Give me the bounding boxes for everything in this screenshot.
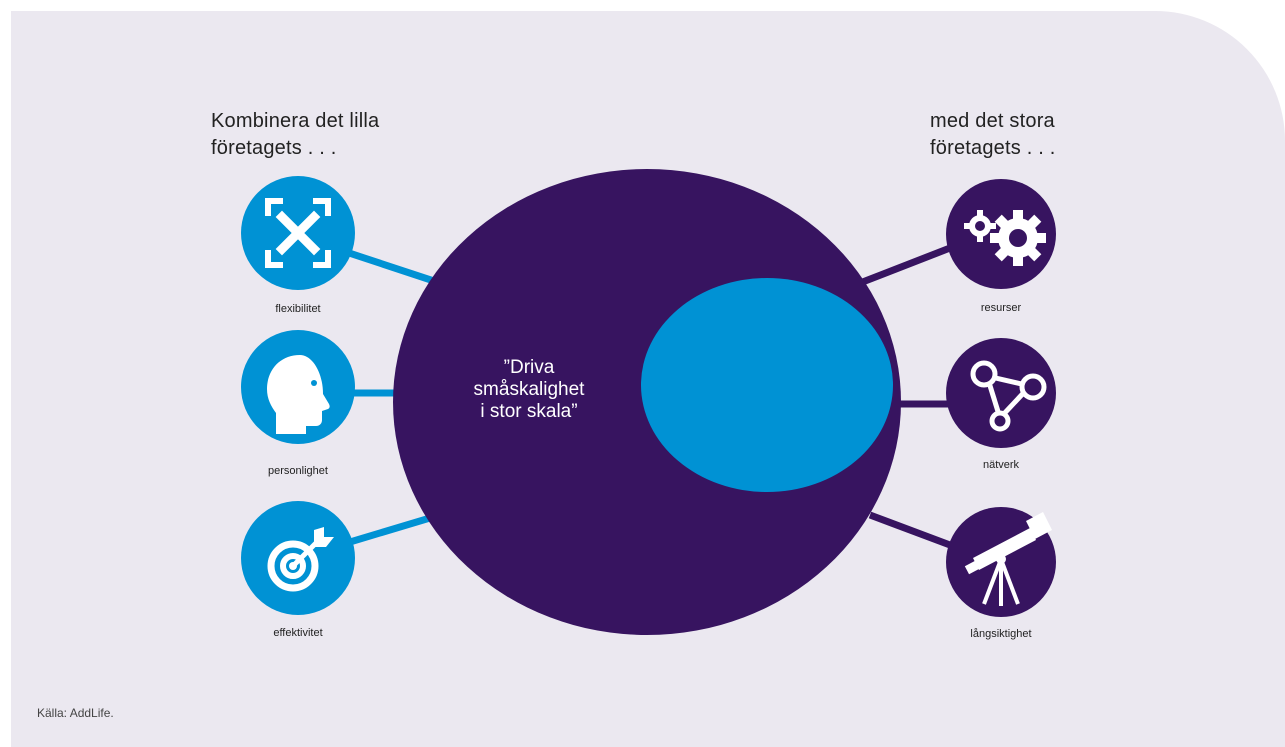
connector-resurser <box>858 244 952 287</box>
right-heading-line1: med det stora <box>930 110 1055 132</box>
connector-langsiktighet <box>868 511 952 549</box>
right-heading-line2: företagets . . . <box>930 137 1056 159</box>
label-resurser: resurser <box>980 302 1022 314</box>
label-personlighet: personlighet <box>268 465 328 477</box>
source-note: Källa: AddLife. <box>37 706 114 720</box>
label-flexibilitet: flexibilitet <box>275 303 321 315</box>
connector-flexibilitet <box>338 246 442 287</box>
telescope-icon <box>964 512 1052 606</box>
center-quote-line3: i stor skala” <box>480 401 578 422</box>
center-quote: ”Driva småskalighet i stor skala” <box>429 357 629 423</box>
expand-x-icon <box>265 198 331 268</box>
label-natverk: nätverk <box>982 459 1020 471</box>
left-heading: Kombinera det lilla företagets . . . <box>211 108 379 162</box>
center-quote-line2: småskalighet <box>473 379 585 400</box>
label-effektivitet: effektivitet <box>273 627 323 639</box>
target-arrow-icon <box>267 527 334 592</box>
left-heading-line2: företagets . . . <box>211 137 337 159</box>
natverk-circle <box>946 338 1056 448</box>
network-nodes-icon <box>970 360 1047 432</box>
connector-effektivitet <box>338 511 442 549</box>
label-langsiktighet: långsiktighet <box>970 628 1032 640</box>
center-quote-line1: ”Driva <box>503 357 555 378</box>
head-profile-icon <box>267 355 330 434</box>
inner-circle <box>641 278 893 492</box>
left-heading-line1: Kombinera det lilla <box>211 110 380 132</box>
right-heading: med det stora företagets . . . <box>930 108 1056 162</box>
